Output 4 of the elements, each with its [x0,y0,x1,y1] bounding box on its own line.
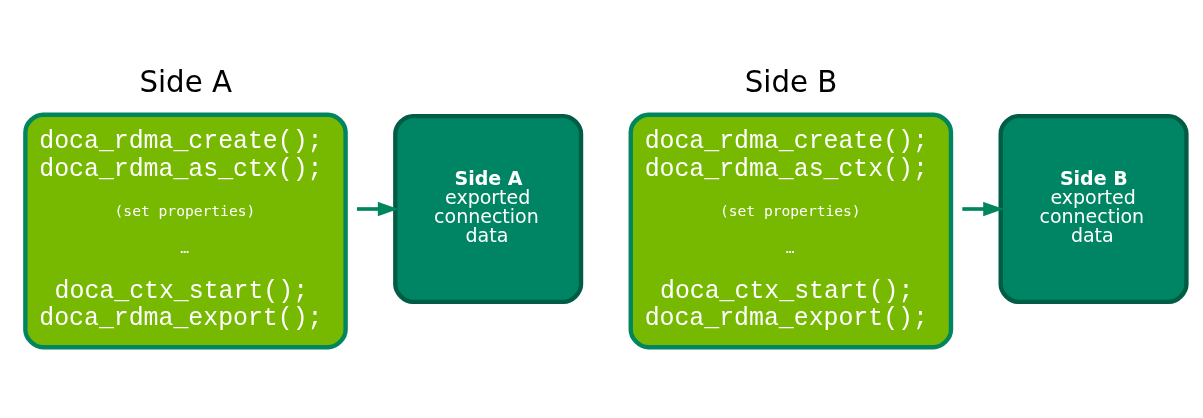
arrow [356,201,399,217]
node-label: Side A [139,65,232,100]
arrow [962,201,1004,217]
node-label: Side B [744,65,838,100]
